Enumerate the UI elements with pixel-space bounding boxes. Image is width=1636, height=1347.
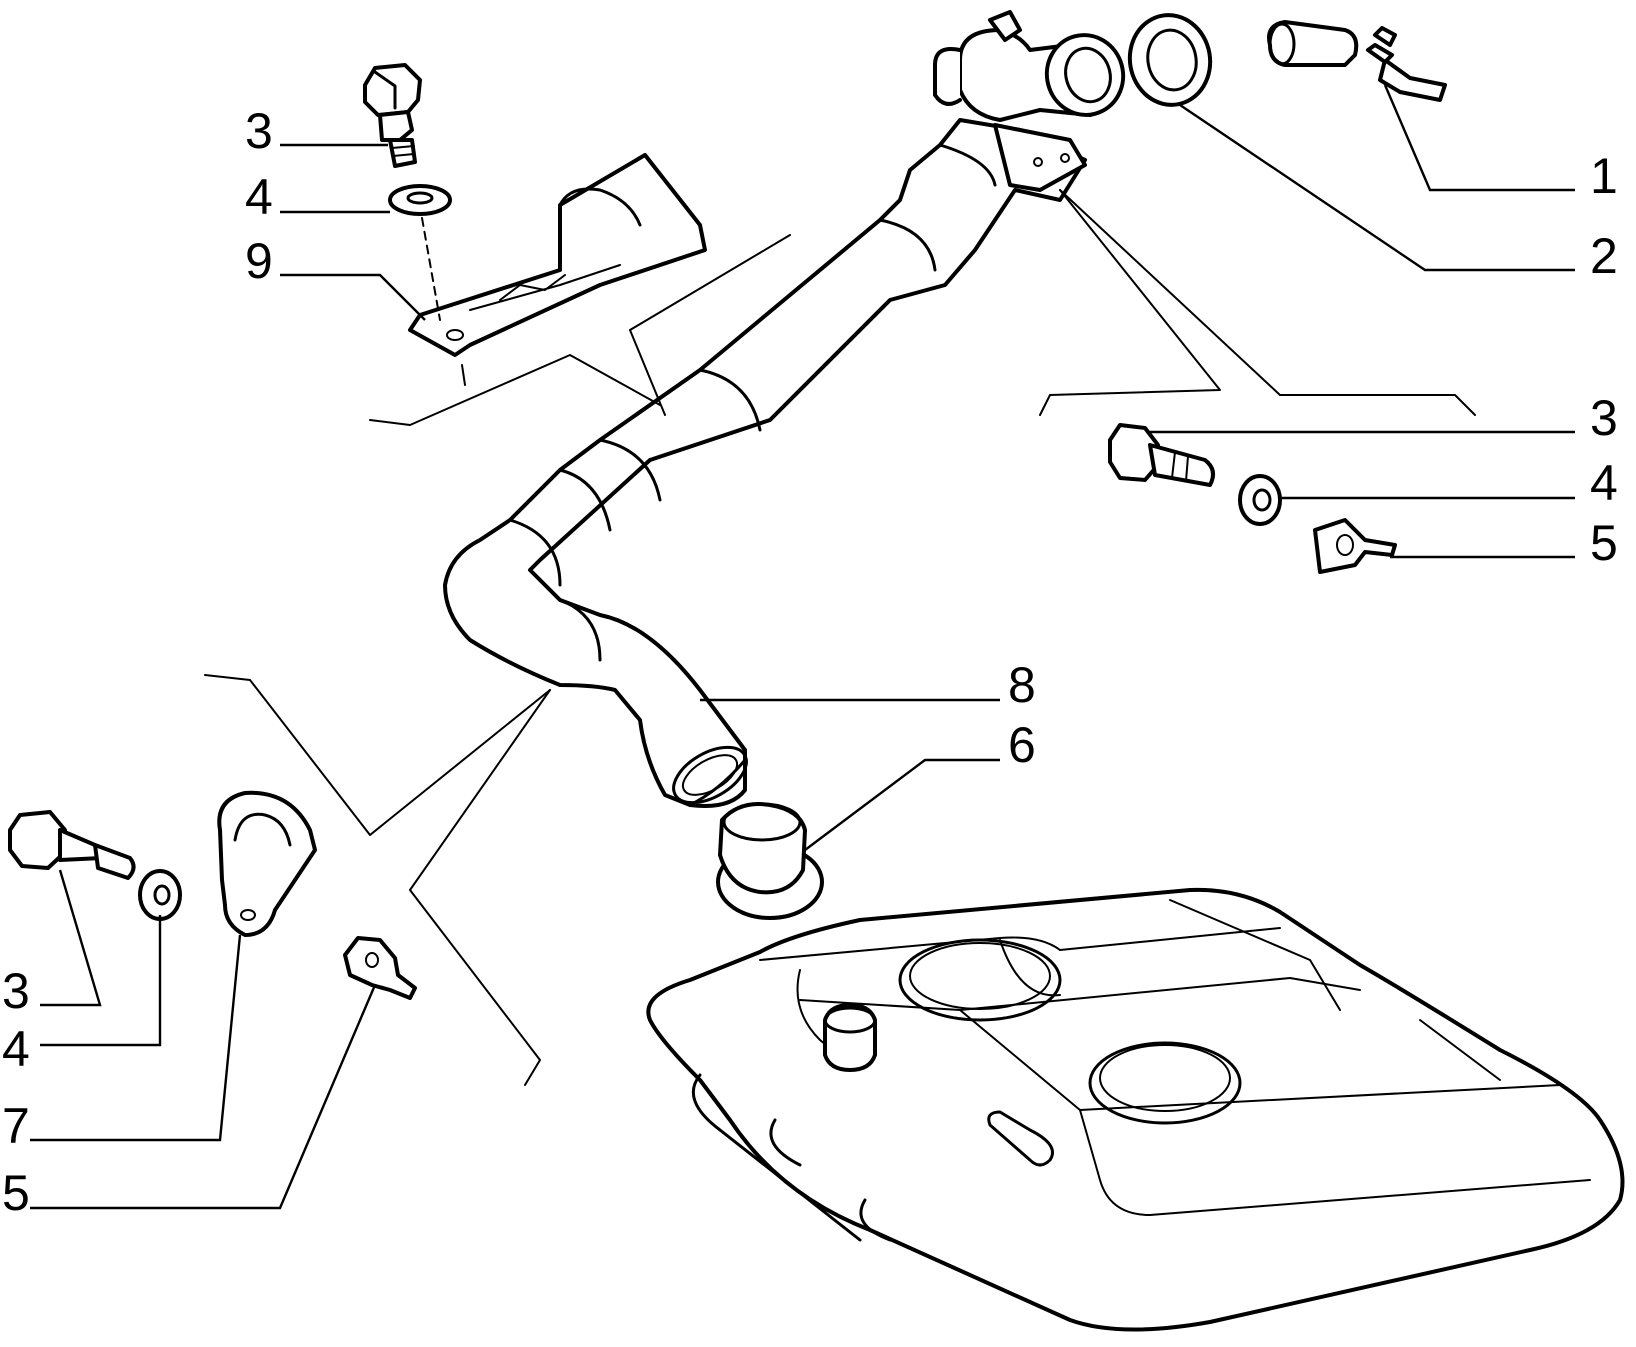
lock-with-keys-part-1 (1267, 20, 1447, 102)
callout-3-bottom: 3 (2, 963, 30, 1019)
callout-2: 2 (1590, 228, 1618, 284)
ring-seal-part-2 (1127, 13, 1213, 107)
washer-part-4-bottom (138, 869, 182, 921)
clamp-part-7 (217, 790, 317, 937)
leader-lines (30, 84, 1575, 1210)
grommet-part-6 (716, 802, 824, 920)
reference-lines (204, 189, 1476, 1086)
filler-pipe (443, 10, 1126, 808)
bolt-part-3-top (363, 63, 422, 168)
bolt-part-3-right (1108, 423, 1216, 487)
callout-5-bottom: 5 (2, 1165, 30, 1221)
callout-4-bottom: 4 (2, 1021, 30, 1077)
clip-part-5-bottom (343, 936, 417, 1000)
callout-6: 6 (1008, 717, 1036, 773)
bracket-part-9 (408, 153, 707, 357)
callout-4-right: 4 (1590, 455, 1618, 511)
callouts: 1 2 3 4 5 3 4 9 8 6 3 4 7 5 (2, 103, 1618, 1221)
callout-4-top: 4 (245, 169, 273, 225)
callout-3-right: 3 (1590, 390, 1618, 446)
fuel-tank (646, 887, 1625, 1332)
callout-5-right: 5 (1590, 515, 1618, 571)
callout-7: 7 (2, 1098, 30, 1154)
washer-part-4-top (388, 184, 452, 216)
callout-9: 9 (245, 233, 273, 289)
clip-part-5-right (1313, 518, 1397, 574)
callout-1: 1 (1590, 148, 1618, 204)
callout-8: 8 (1008, 657, 1036, 713)
washer-part-4-right (1238, 474, 1282, 526)
callout-3-top: 3 (245, 103, 273, 159)
bolt-part-3-bottom (8, 810, 136, 880)
assembly-axis-top (421, 217, 441, 321)
